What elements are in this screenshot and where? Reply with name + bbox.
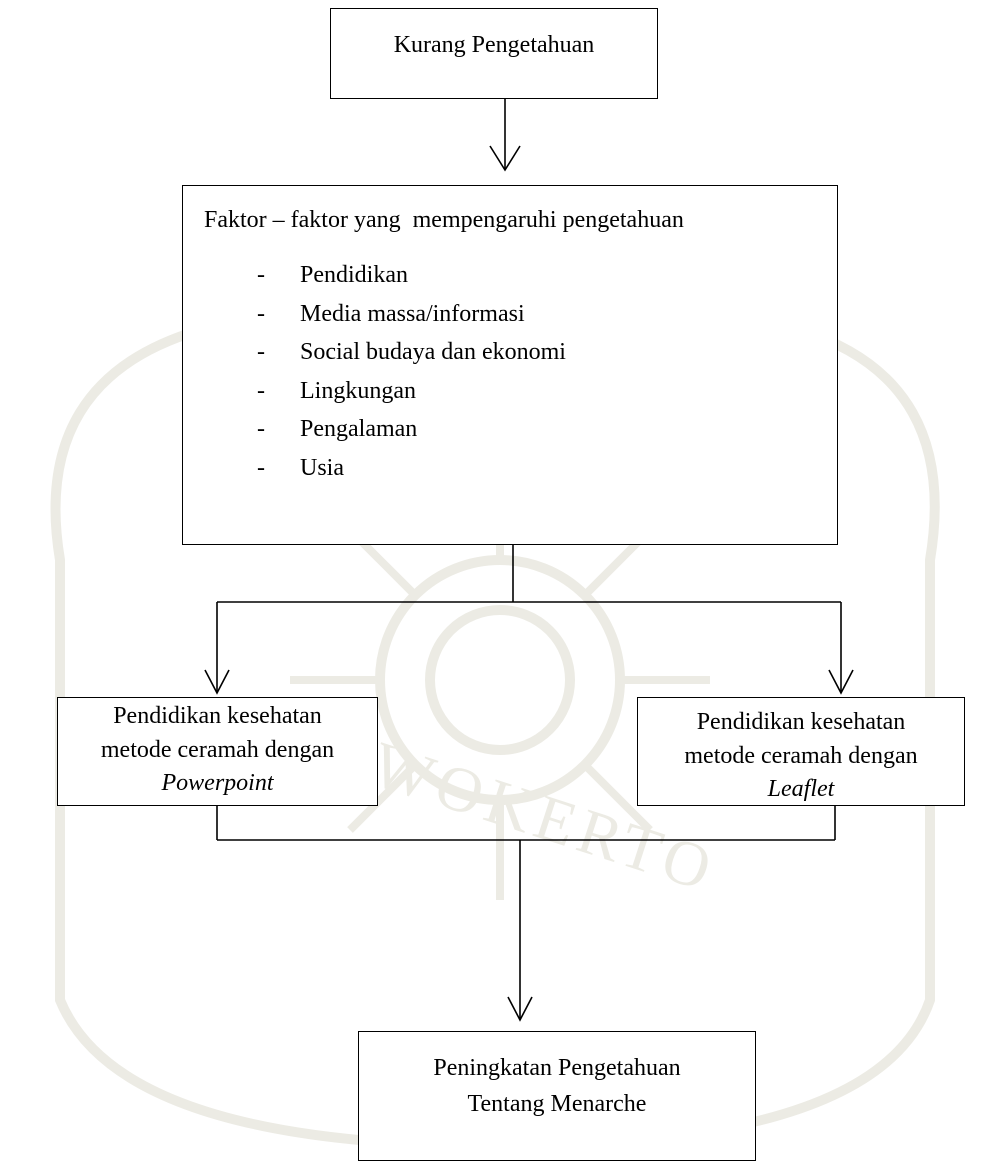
node-method-powerpoint: Pendidikan kesehatan metode ceramah deng… [57, 697, 378, 806]
factor-item-label: Pendidikan [300, 262, 408, 288]
factor-bullet: - [257, 416, 265, 442]
node-method-leaflet-line1: Pendidikan kesehatan [696, 709, 906, 735]
factor-bullet: - [257, 454, 265, 481]
arrowhead-factors [489, 145, 521, 172]
node-method-powerpoint-line1: Pendidikan kesehatan [113, 703, 322, 729]
node-method-leaflet: Pendidikan kesehatan metode ceramah deng… [637, 697, 965, 806]
node-factors: Faktor – faktor yang mempengaruhi penget… [182, 185, 838, 545]
factor-item: - Pengalaman [204, 410, 837, 449]
factor-item: - Usia [204, 449, 837, 488]
factor-bullet: - [257, 300, 265, 327]
node-method-powerpoint-media: Powerpoint [161, 770, 274, 796]
node-problem: Kurang Pengetahuan [330, 8, 658, 99]
factor-bullet: - [257, 377, 265, 404]
factor-item: - Media massa/informasi [204, 295, 837, 334]
arrowhead-outcome [507, 996, 533, 1022]
factor-bullet: - [257, 262, 265, 288]
factor-item-label: Social budaya dan ekonomi [300, 339, 566, 365]
node-method-powerpoint-line2: metode ceramah dengan [100, 736, 335, 763]
factor-bullet: - [257, 339, 265, 365]
node-factors-title: Faktor – faktor yang mempengaruhi penget… [204, 207, 684, 233]
node-method-leaflet-media: Leaflet [767, 776, 835, 802]
factor-item-label: Pengalaman [300, 416, 418, 442]
factor-item-label: Usia [300, 454, 344, 481]
arrowhead-right [828, 669, 854, 695]
node-problem-label: Kurang Pengetahuan [393, 32, 595, 58]
factor-item-label: Lingkungan [300, 377, 416, 404]
node-outcome-line1: Peningkatan Pengetahuan [433, 1055, 681, 1081]
factor-item: - Social budaya dan ekonomi [204, 333, 837, 372]
node-method-leaflet-line2: metode ceramah dengan [684, 742, 918, 769]
factor-item: - Lingkungan [204, 372, 837, 411]
node-outcome-line2: Tentang Menarche [467, 1091, 647, 1117]
node-outcome: Peningkatan Pengetahuan Tentang Menarche [358, 1031, 756, 1161]
factor-item: - Pendidikan [204, 256, 837, 295]
factor-item-label: Media massa/informasi [300, 300, 525, 327]
arrowhead-left [204, 669, 230, 695]
factor-list: - Pendidikan - Media massa/informasi - Soci… [204, 256, 837, 487]
